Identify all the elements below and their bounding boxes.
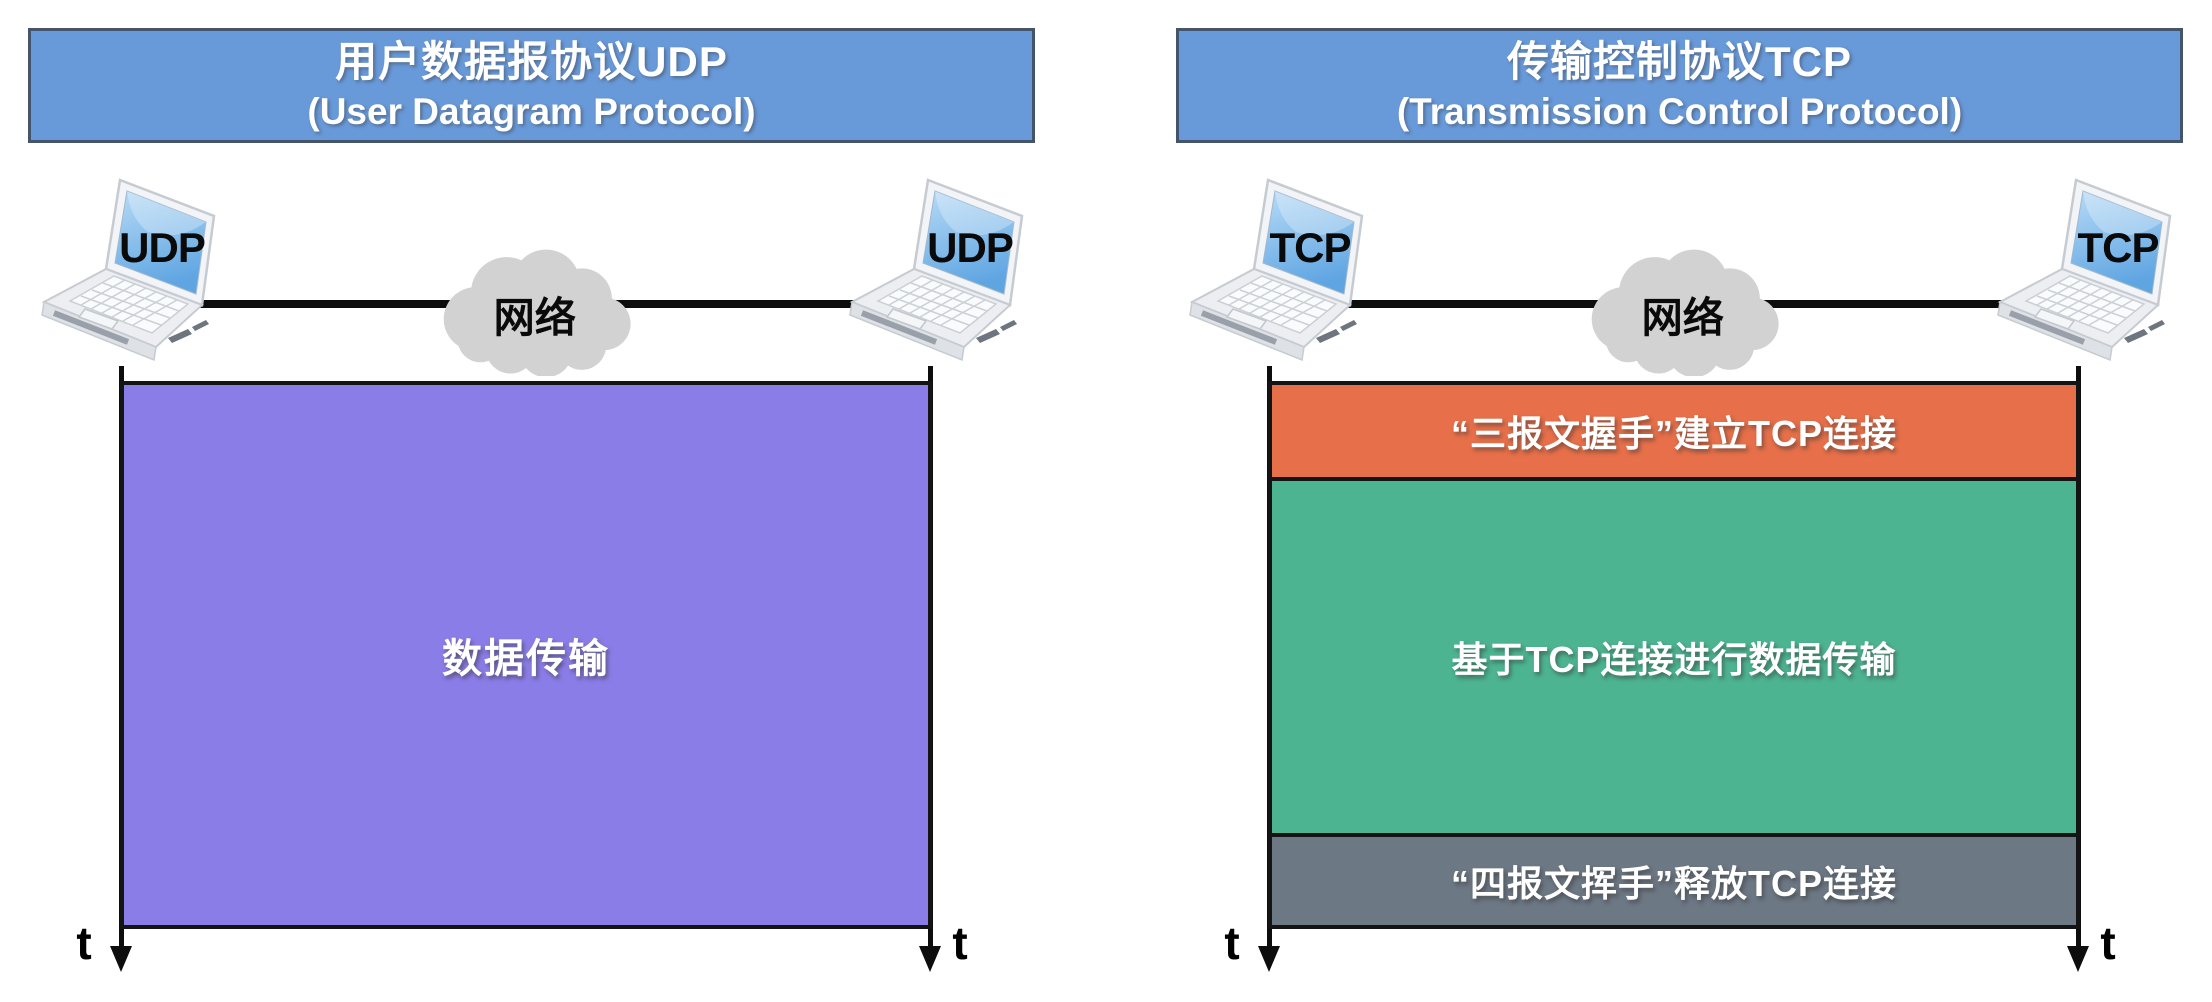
udp-phase-stack: 数据传输 [120, 381, 932, 929]
tcp-phase-teardown-label: “四报文挥手”释放TCP连接 [1450, 863, 1897, 904]
tcp-left-laptop-icon: TCP [1178, 170, 1378, 365]
tcp-header-title-zh: 传输控制协议TCP [1506, 38, 1852, 86]
tcp-phase-data-transfer: 基于TCP连接进行数据传输 [1272, 477, 2076, 833]
udp-right-time-label: t [952, 917, 968, 969]
tcp-right-time-label: t [2100, 917, 2116, 969]
svg-text:UDP: UDP [119, 224, 205, 271]
tcp-left-timeline-arrow-icon [1258, 946, 1280, 972]
svg-text:网络: 网络 [1642, 295, 1725, 341]
tcp-network-cloud-icon: 网络 [1572, 234, 1788, 378]
udp-phase-data-transfer: 数据传输 [124, 385, 928, 925]
udp-right-timeline-arrow-icon [919, 946, 941, 972]
tcp-phase-stack: “三报文握手”建立TCP连接 基于TCP连接进行数据传输 “四报文挥手”释放TC… [1268, 381, 2080, 929]
tcp-phase-handshake-label: “三报文握手”建立TCP连接 [1450, 413, 1897, 454]
svg-text:TCP: TCP [1270, 224, 1351, 271]
udp-network-cloud-icon: 网络 [424, 234, 640, 378]
udp-left-timeline-arrow-icon [110, 946, 132, 972]
tcp-phase-handshake: “三报文握手”建立TCP连接 [1272, 385, 2076, 477]
tcp-header-title-en: (Transmission Control Protocol) [1396, 90, 1963, 132]
udp-left-laptop-icon: UDP [30, 170, 230, 365]
udp-header: 用户数据报协议UDP (User Datagram Protocol) [28, 28, 1035, 143]
tcp-right-timeline-arrow-icon [2067, 946, 2089, 972]
tcp-right-laptop-icon: TCP [1986, 170, 2186, 365]
udp-left-time-label: t [76, 917, 92, 969]
tcp-left-time-label: t [1224, 917, 1240, 969]
tcp-phase-teardown: “四报文挥手”释放TCP连接 [1272, 833, 2076, 925]
svg-text:UDP: UDP [927, 224, 1013, 271]
svg-text:网络: 网络 [494, 295, 577, 341]
udp-phase-data-transfer-label: 数据传输 [442, 637, 610, 681]
udp-right-laptop-icon: UDP [838, 170, 1038, 365]
udp-header-title-zh: 用户数据报协议UDP [335, 38, 728, 86]
tcp-header: 传输控制协议TCP (Transmission Control Protocol… [1176, 28, 2183, 143]
tcp-phase-data-transfer-label: 基于TCP连接进行数据传输 [1451, 639, 1897, 680]
udp-header-title-en: (User Datagram Protocol) [307, 90, 756, 132]
svg-text:TCP: TCP [2078, 224, 2159, 271]
